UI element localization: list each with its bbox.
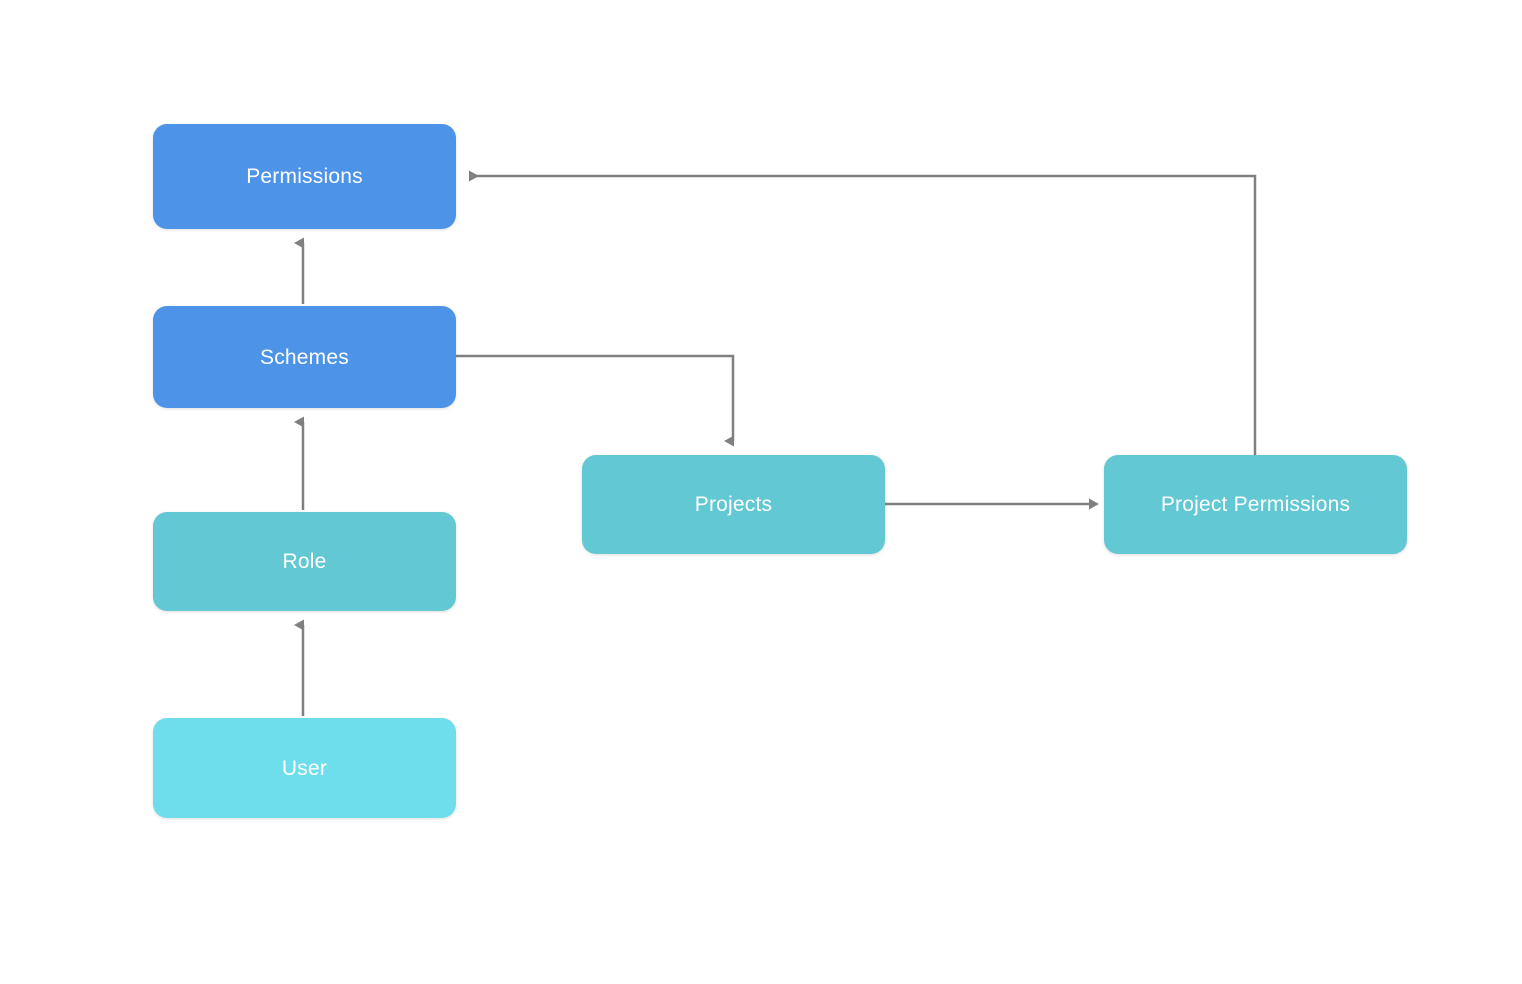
edge-schemes-to-projects (456, 354, 735, 447)
node-projects[interactable]: Projects (582, 455, 885, 554)
node-project-permissions-label: Project Permissions (1160, 493, 1351, 516)
node-role-label: Role (282, 550, 327, 573)
node-permissions[interactable]: Permissions (153, 124, 456, 229)
node-schemes[interactable]: Schemes (153, 306, 456, 408)
node-user-label: User (281, 756, 328, 780)
node-projects-label: Projects (694, 493, 773, 516)
node-permissions-label: Permissions (246, 165, 363, 188)
node-user[interactable]: User (153, 718, 456, 818)
edge-project-permissions-to-permissions (469, 170, 1257, 455)
node-schemes-label: Schemes (260, 345, 349, 369)
node-project-permissions[interactable]: Project Permissions (1104, 455, 1407, 554)
node-role[interactable]: Role (153, 512, 456, 611)
